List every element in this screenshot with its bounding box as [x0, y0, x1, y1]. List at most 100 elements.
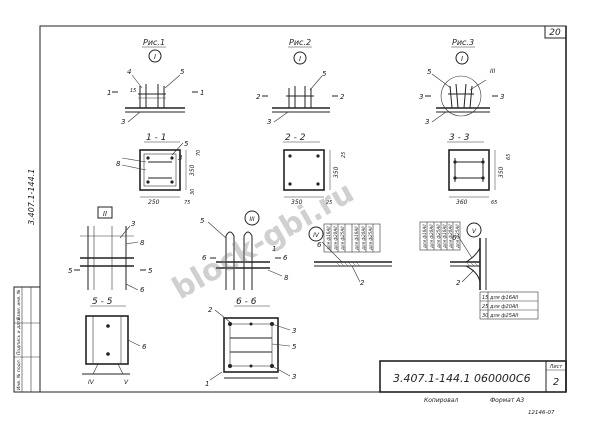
s11-callout-3: 3 — [178, 154, 182, 162]
section-5-5: 5 - 5 6 IV V — [82, 297, 147, 386]
detail-IV-marker: IV — [313, 232, 320, 239]
detail-III-marker: III — [249, 216, 255, 223]
fig1-dim-15: 15 — [130, 88, 136, 94]
detail-V: V для ф16АII для ф20АII для ф25АII для ф… — [419, 221, 539, 320]
section-1-1: 1 - 1 8 5 3 350 70 30 250 75 — [116, 133, 202, 206]
s66-callout-3b: 3 — [292, 373, 296, 381]
sheet-index: 2 — [553, 377, 559, 388]
s11-dim-75: 75 — [184, 200, 190, 206]
dIII-callout-1: 1 — [272, 245, 276, 253]
dIII-cut-right: 6 — [283, 254, 288, 262]
dII-callout-6: 6 — [140, 286, 145, 294]
fig3-roman-III: III — [490, 68, 496, 75]
fig2-marker: I — [299, 55, 301, 63]
sheet-number-box — [544, 25, 567, 39]
fig1-title: Рис.1 — [143, 38, 165, 47]
dIV-note-3: для ф25АII — [340, 226, 345, 251]
s22-dim-350b: 350 — [291, 199, 303, 206]
section-2-2-title: 2 - 2 — [285, 133, 306, 143]
s33-dim-360: 360 — [456, 199, 468, 206]
dV-callout-2: 2 — [456, 279, 461, 287]
title-block: 3.407.1-144.1 060000С6 Лист 2 — [379, 360, 567, 393]
s55-callout-6: 6 — [142, 343, 147, 351]
dV-row-30: 30 — [482, 313, 488, 319]
dV-row-25: 25 — [482, 304, 488, 310]
s33-dim-350: 350 — [498, 166, 505, 178]
section-6-6-title: 6 - 6 — [236, 297, 257, 307]
dIII-cut-left: 6 — [202, 254, 207, 262]
dV-note-5: для ф20АII — [448, 224, 453, 249]
dIV-note-5: для ф20АII — [361, 226, 366, 251]
s11-callout-8: 8 — [116, 160, 121, 168]
s22-dim-25: 25 — [341, 152, 347, 158]
dIV-callout-2: 2 — [360, 279, 365, 287]
dV-callout-6: 6 — [452, 234, 457, 242]
s66-callout-2: 2 — [208, 306, 213, 314]
fig3-callout-5: 5 — [427, 68, 432, 76]
fig2-cut-right: 2 — [340, 93, 345, 101]
sheet-label: Лист — [549, 364, 564, 370]
sheet-number: 20 — [549, 28, 561, 38]
dV-note-3: для ф25АII — [436, 224, 441, 249]
stamp-sign: Подпись и дата — [16, 317, 22, 355]
fig2-callout-5: 5 — [322, 70, 327, 78]
stamp-replace: Взам. инв. № — [16, 289, 22, 320]
s22-dim-350: 350 — [333, 166, 340, 178]
footer-code: 12146-07 — [528, 410, 555, 416]
detail-III: III 6 6 5 1 8 — [200, 210, 289, 290]
dV-note-6: для ф25АII — [455, 224, 460, 249]
section-6-6: 6 - 6 2 3 5 3 1 — [205, 297, 297, 388]
doc-code: 3.407.1-144.1 060000С6 — [393, 372, 531, 385]
s55-roman-IV: IV — [88, 379, 95, 386]
s22-dim-25b: 25 — [326, 200, 332, 206]
s11-callout-5: 5 — [184, 140, 189, 148]
section-5-5-title: 5 - 5 — [92, 297, 113, 307]
s11-dim-350: 350 — [189, 164, 196, 176]
dII-callout-8: 8 — [140, 239, 145, 247]
dIV-note-6: для ф25АII — [368, 226, 373, 251]
fig3-marker: I — [461, 55, 463, 63]
fig1-callout-3: 3 — [121, 118, 125, 126]
dII-cut-right: 5 — [148, 267, 153, 275]
detail-V-marker: V — [472, 228, 477, 235]
dIV-callout-6: 6 — [317, 241, 322, 249]
fig1-cut-left: 1 — [107, 89, 111, 97]
dIV-note-2: для ф20АII — [333, 226, 338, 251]
s33-dim-65: 65 — [506, 154, 512, 160]
copied-label: Копировал — [424, 397, 458, 404]
stamp-inv: Инв. № подл. — [16, 359, 22, 390]
fig2-cut-left: 2 — [256, 93, 261, 101]
dV-row-15: 15 — [482, 295, 488, 301]
dV-note-4: для ф16АII — [442, 224, 447, 249]
fig1-marker: I — [154, 53, 156, 61]
fig2-callout-3: 3 — [267, 118, 271, 126]
fig3-title: Рис.3 — [452, 38, 474, 47]
dIII-callout-5: 5 — [200, 217, 205, 225]
fig3-callout-3: 3 — [425, 118, 429, 126]
fig3-cut-right: 3 — [500, 93, 504, 101]
section-1-1-title: 1 - 1 — [146, 133, 166, 143]
fig1-cut-right: 1 — [200, 89, 204, 97]
dII-callout-3: 3 — [131, 220, 135, 228]
detail-IV: IV для ф16АII для ф20АII для ф25АII для … — [308, 223, 392, 287]
detail-II: II 3 8 5 5 6 — [68, 206, 153, 294]
fig1-callout-5: 5 — [180, 68, 185, 76]
dV-bottom-note-2: для ф20АII — [489, 304, 519, 310]
left-stamp: Инв. № подл. Подпись и дата Взам. инв. № — [13, 286, 41, 393]
detail-II-marker: II — [103, 210, 107, 218]
dII-cut-left: 5 — [68, 267, 73, 275]
s33-dim-65b: 65 — [491, 200, 497, 206]
figure-3: Рис.3 I III 5 3 3 3 — [419, 38, 504, 126]
figure-2: Рис.2 I 5 2 2 3 — [256, 38, 345, 126]
dV-note-2: для ф20АII — [429, 224, 434, 249]
section-3-3-title: 3 - 3 — [449, 133, 470, 143]
dIII-callout-8: 8 — [284, 274, 289, 282]
s66-callout-3a: 3 — [292, 327, 296, 335]
s11-dim-70: 70 — [196, 150, 202, 156]
side-code: 3.407.1-144.1 — [27, 169, 36, 225]
dV-bottom-note-3: для ф25АII — [489, 313, 519, 319]
s55-roman-V: V — [124, 379, 129, 386]
s66-callout-5: 5 — [292, 343, 297, 351]
fig1-callout-4: 4 — [127, 68, 131, 76]
